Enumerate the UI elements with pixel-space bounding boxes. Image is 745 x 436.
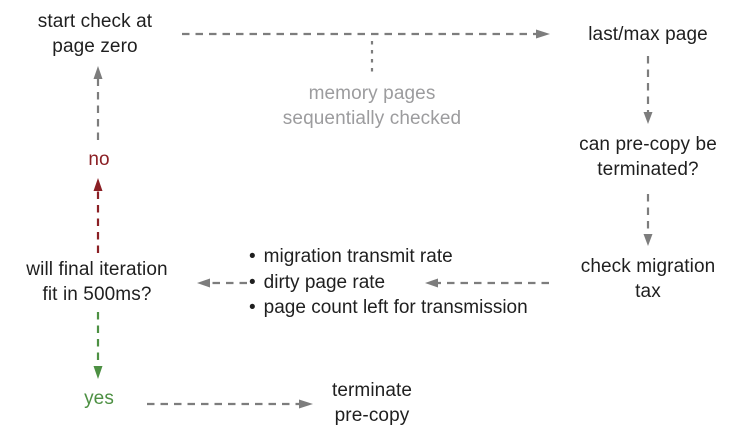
bullet-icon: • <box>249 271 256 293</box>
node-final-iteration: will final iteration fit in 500ms? <box>26 259 168 305</box>
node-start-check: start check at page zero <box>37 11 153 57</box>
node-can-terminate: can pre-copy be terminated? <box>579 134 717 180</box>
arrow-lastmax-to-canterminate-icon <box>643 56 653 124</box>
arrow-canterminate-to-checktax-icon <box>643 194 653 246</box>
arrow-no-branch-icon <box>93 178 103 253</box>
factor-label: dirty page rate <box>263 271 386 293</box>
arrow-factors-to-finaliteration-icon <box>197 278 247 288</box>
migration-factor-list: • migration transmit rate • dirty page r… <box>249 244 528 321</box>
yes-branch-label: yes <box>84 388 114 409</box>
bullet-icon: • <box>249 297 256 318</box>
node-terminate-precopy: terminate pre-copy <box>331 380 413 426</box>
list-item: • dirty page rate <box>249 270 528 296</box>
node-check-migration-tax: check migration tax <box>580 256 716 302</box>
no-branch-label: no <box>88 149 110 170</box>
factor-label: migration transmit rate <box>263 246 453 267</box>
arrow-checktax-to-factors-icon <box>425 278 549 288</box>
node-last-max-page: last/max page <box>588 24 708 45</box>
list-item: • migration transmit rate <box>249 244 528 270</box>
arrow-no-to-start-icon <box>93 66 103 140</box>
arrow-yes-branch-icon <box>93 312 103 379</box>
arrow-start-to-lastmax-icon <box>182 29 550 39</box>
arrow-yes-to-terminate-icon <box>147 399 313 409</box>
memory-note: memory pages sequentially checked <box>282 83 462 129</box>
bullet-icon: • <box>249 246 256 267</box>
list-item: • page count left for transmission <box>249 295 528 321</box>
factor-label: page count left for transmission <box>263 297 528 318</box>
